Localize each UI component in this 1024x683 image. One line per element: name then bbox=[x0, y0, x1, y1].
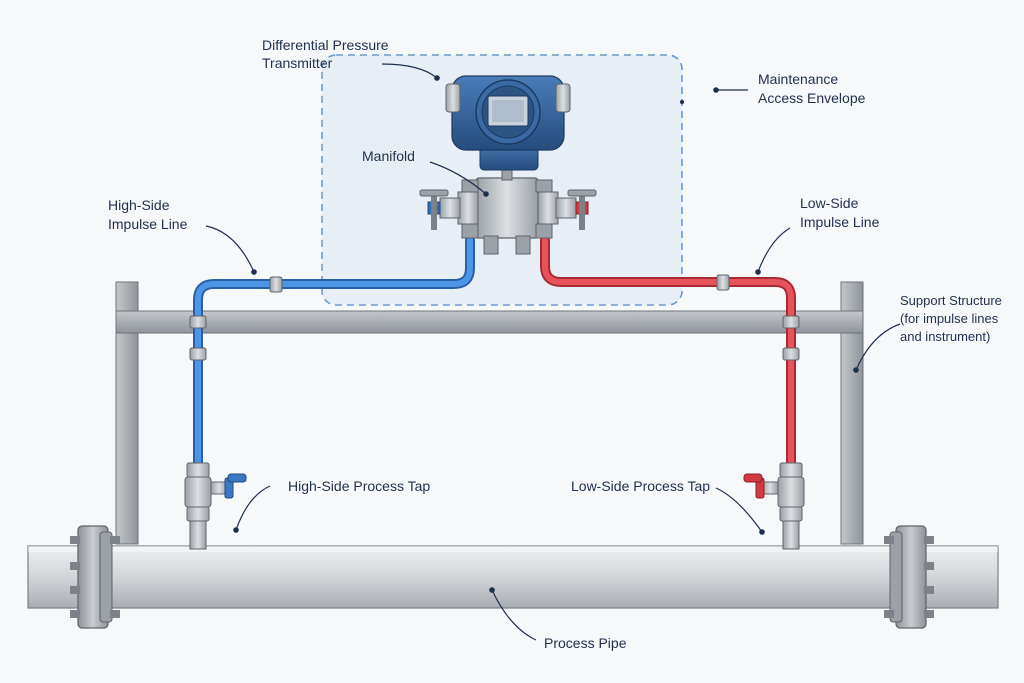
label-low-impulse-line1: Low-Side bbox=[800, 195, 859, 211]
label-support-line1: Support Structure bbox=[900, 293, 1002, 308]
impulse-line-fittings bbox=[189, 274, 800, 361]
label-support-line3: and instrument) bbox=[900, 329, 990, 344]
label-maintenance-line1: Maintenance bbox=[758, 71, 838, 87]
label-high-impulse-line2: Impulse Line bbox=[108, 216, 188, 232]
label-transmitter-line2: Transmitter bbox=[262, 55, 333, 71]
support-structure bbox=[115, 281, 864, 545]
low-side-process-tap bbox=[743, 462, 805, 550]
leader-dots bbox=[233, 75, 859, 593]
label-process-pipe: Process Pipe bbox=[544, 635, 627, 651]
label-low-tap: Low-Side Process Tap bbox=[571, 478, 710, 494]
leader-lines bbox=[205, 63, 901, 641]
label-low-impulse-line2: Impulse Line bbox=[800, 214, 880, 230]
process-pipe bbox=[27, 545, 999, 609]
label-transmitter-line1: Differential Pressure bbox=[262, 37, 389, 53]
pipe-flange-left bbox=[70, 525, 120, 629]
label-high-impulse-line1: High-Side bbox=[108, 197, 170, 213]
label-support-line2: (for impulse lines bbox=[900, 311, 999, 326]
high-side-process-tap bbox=[184, 462, 247, 550]
label-high-tap: High-Side Process Tap bbox=[288, 478, 430, 494]
label-maintenance-line2: Access Envelope bbox=[758, 90, 866, 106]
manifold bbox=[419, 165, 597, 255]
label-manifold: Manifold bbox=[362, 148, 415, 164]
differential-pressure-transmitter bbox=[445, 75, 571, 171]
pipe-flange-right bbox=[884, 525, 934, 629]
